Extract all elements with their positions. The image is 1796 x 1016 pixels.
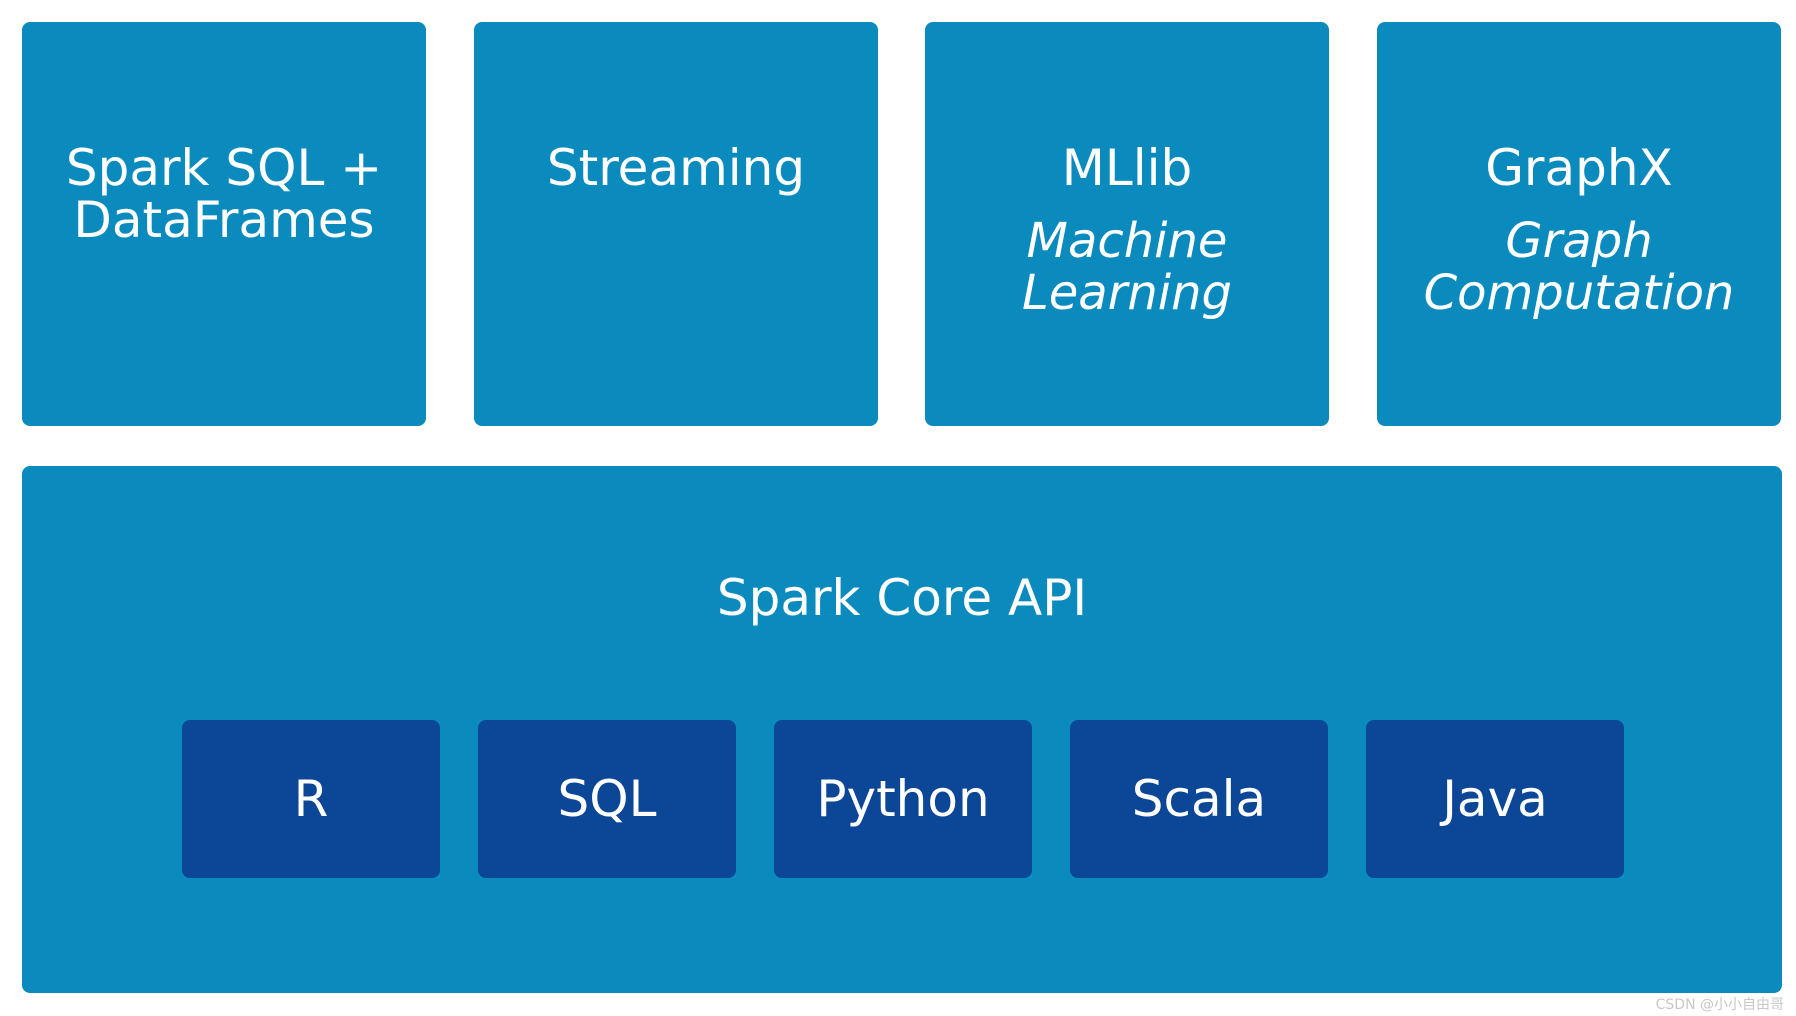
streaming-box: Streaming (474, 22, 878, 426)
spark-core-api-title: Spark Core API (716, 569, 1088, 627)
graphx-title: GraphX (1485, 139, 1673, 197)
language-box-sql: SQL (478, 720, 736, 878)
csdn-watermark: CSDN @小小自由哥 (1655, 997, 1784, 1013)
spark-sql-dataframes-box: Spark SQL + DataFrames (22, 22, 426, 426)
language-box-python: Python (774, 720, 1032, 878)
language-box-java: Java (1366, 720, 1624, 878)
graphx-subtitle: Graph Computation (1423, 213, 1735, 321)
spark-core-api-box: Spark Core API R SQL Python Scala Java (22, 466, 1782, 993)
mllib-box: MLlib Machine Learning (925, 22, 1329, 426)
mllib-subtitle: Machine Learning (1021, 213, 1233, 321)
language-box-r: R (182, 720, 440, 878)
language-box-scala: Scala (1070, 720, 1328, 878)
spark-sql-dataframes-title: Spark SQL + DataFrames (65, 139, 383, 249)
mllib-title: MLlib (1061, 139, 1193, 197)
streaming-title: Streaming (546, 139, 806, 197)
graphx-box: GraphX Graph Computation (1377, 22, 1781, 426)
